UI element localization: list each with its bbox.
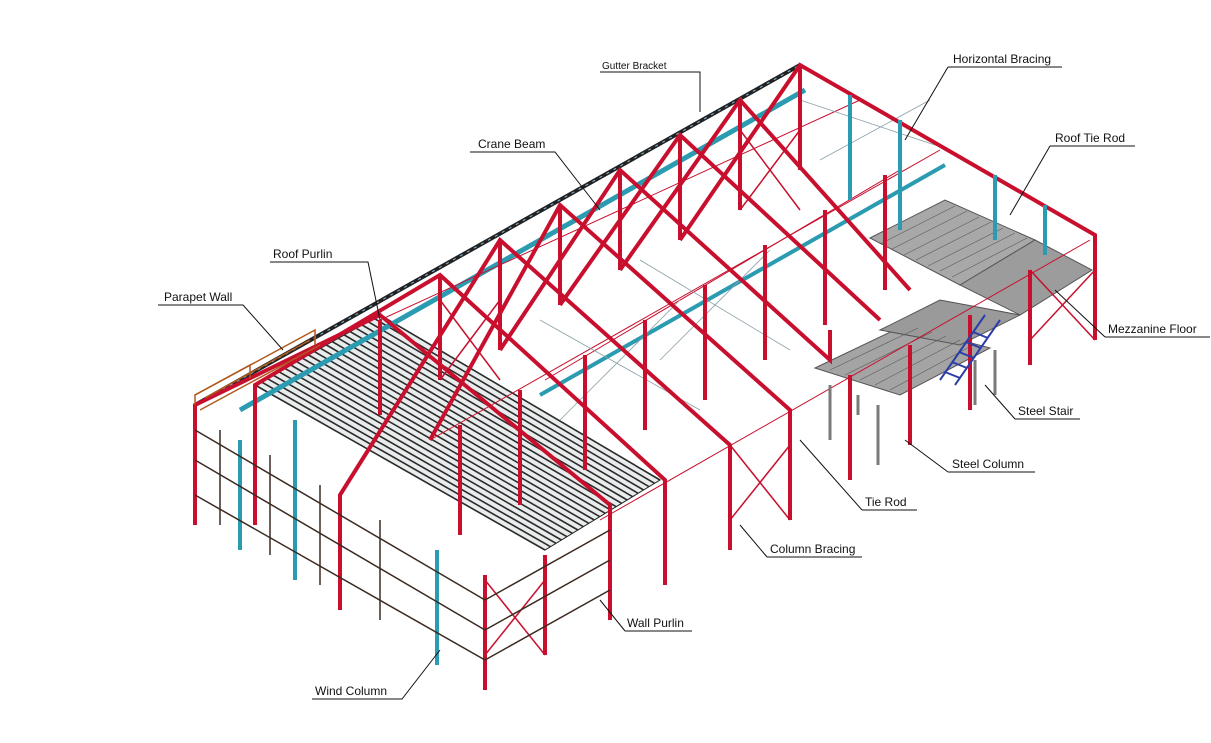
roof-purlin-line: [308, 354, 595, 521]
horizontal-bracing: [539, 99, 951, 421]
wind-columns: [238, 95, 1047, 665]
steel-stair: [939, 314, 1001, 386]
roof-purlin-line: [284, 367, 573, 535]
wall-purlins: [194, 429, 611, 661]
column-bracing: [439, 129, 1096, 656]
label-wall-purlin: Wall Purlin: [627, 616, 684, 630]
label-steel-column: Steel Column: [952, 457, 1024, 471]
label-roof-purlin: Roof Purlin: [273, 247, 332, 261]
roof-purlin-line: [361, 324, 644, 491]
roof-purlin-line: [254, 384, 546, 551]
portal-frames: [193, 62, 1097, 690]
roof-purlin-line: [272, 374, 562, 541]
roof-purlin-line: [343, 334, 628, 501]
label-leaders: [158, 66, 1210, 700]
label-roof-tie-rod: Roof Tie Rod: [1055, 131, 1125, 145]
label-column-bracing: Column Bracing: [770, 542, 855, 556]
roof-purlin-line: [367, 320, 650, 488]
roof-purlin-line: [296, 360, 584, 528]
label-steel-stair: Steel Stair: [1018, 404, 1073, 418]
roof-purlin-line: [314, 350, 601, 518]
roof-purlin-line: [290, 364, 579, 531]
label-horizontal-bracing: Horizontal Bracing: [953, 52, 1051, 66]
label-wind-column: Wind Column: [315, 684, 387, 698]
roof-purlin-line: [320, 347, 606, 515]
tie-rods: [379, 99, 1091, 521]
parapet-wall: [194, 328, 321, 411]
roof-purlin-line: [278, 370, 568, 538]
label-tie-rod: Tie Rod: [865, 495, 907, 509]
roof-purlin-line: [373, 317, 655, 485]
roof-purlin-line: [266, 377, 557, 545]
label-crane-beam: Crane Beam: [478, 137, 545, 151]
steel-columns: [828, 350, 997, 465]
label-parapet-wall: Parapet Wall: [164, 290, 232, 304]
mezzanine-floor-deck: [813, 199, 1094, 396]
roof-purlin-line: [260, 380, 551, 548]
roof-purlin-line: [326, 344, 612, 511]
label-mezzanine-floor: Mezzanine Floor: [1108, 322, 1197, 336]
roof-purlin-line: [302, 357, 590, 525]
label-gutter-bracket: Gutter Bracket: [602, 61, 667, 72]
